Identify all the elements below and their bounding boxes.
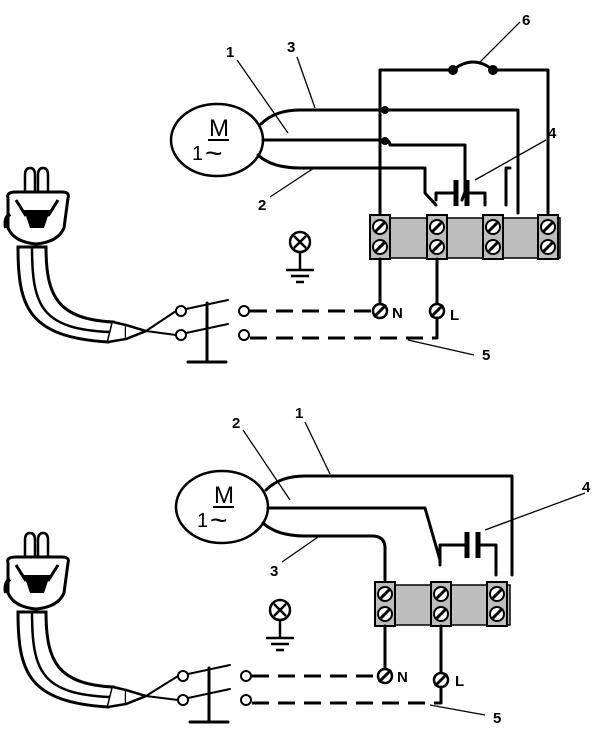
- lead-2-bottom: [266, 506, 442, 562]
- lead-1-top: [261, 138, 467, 202]
- lead-jumper-top: [504, 166, 512, 207]
- callout-4-top: 4: [548, 125, 557, 142]
- motor-phase: 1: [192, 143, 203, 165]
- callout-3-bottom: 3: [270, 563, 278, 580]
- lead-3-bottom: [261, 521, 387, 582]
- terminal-n-label: N: [392, 305, 403, 322]
- callout-2-bottom: 2: [232, 415, 240, 432]
- lead-1-bottom: [264, 474, 514, 577]
- lead-2-top: [256, 153, 438, 207]
- terminal-strip-top: [369, 217, 561, 259]
- motor-symbol: M: [209, 115, 229, 142]
- capacitor-icon: [434, 180, 487, 207]
- plug-icon: [3, 531, 179, 709]
- ground-icon: [284, 230, 316, 284]
- plug-icon: [3, 166, 177, 344]
- ground-icon: [264, 598, 296, 652]
- line-screw: [432, 671, 450, 689]
- motor-ac-symbol: ~: [210, 504, 228, 537]
- motor-symbol: M: [214, 482, 234, 509]
- callout-2-top: 2: [258, 197, 266, 214]
- terminal-n-label: N: [397, 669, 408, 686]
- motor-bottom: M 1 ~: [174, 469, 270, 545]
- motor-top: M 1 ~: [169, 102, 265, 178]
- callout-4-bottom: 4: [582, 479, 591, 496]
- motor-ac-symbol: ~: [205, 137, 223, 170]
- diagram-bottom: M 1 ~ N L: [3, 405, 591, 727]
- neutral-screw: [371, 302, 389, 320]
- switch-icon: [175, 299, 250, 364]
- line-screw: [428, 302, 446, 320]
- callout-1-bottom: 1: [295, 405, 303, 422]
- terminal-block-bottom: [373, 580, 509, 628]
- motor-phase: 1: [197, 510, 208, 532]
- callout-6-top: 6: [522, 12, 530, 29]
- callout-5-bottom: 5: [493, 710, 501, 727]
- terminal-l-label: L: [450, 307, 459, 324]
- callout-3-top: 3: [287, 39, 295, 56]
- callout-5-top: 5: [482, 347, 490, 364]
- thermal-protector-icon: [378, 60, 550, 237]
- neutral-screw: [376, 667, 394, 685]
- terminal-l-label: L: [455, 673, 464, 690]
- capacitor-icon: [438, 532, 498, 577]
- callout-1-top: 1: [226, 44, 234, 61]
- switch-icon: [177, 664, 252, 724]
- diagram-top: M 1 ~ N L: [3, 12, 561, 364]
- lead-3-top: [259, 108, 520, 215]
